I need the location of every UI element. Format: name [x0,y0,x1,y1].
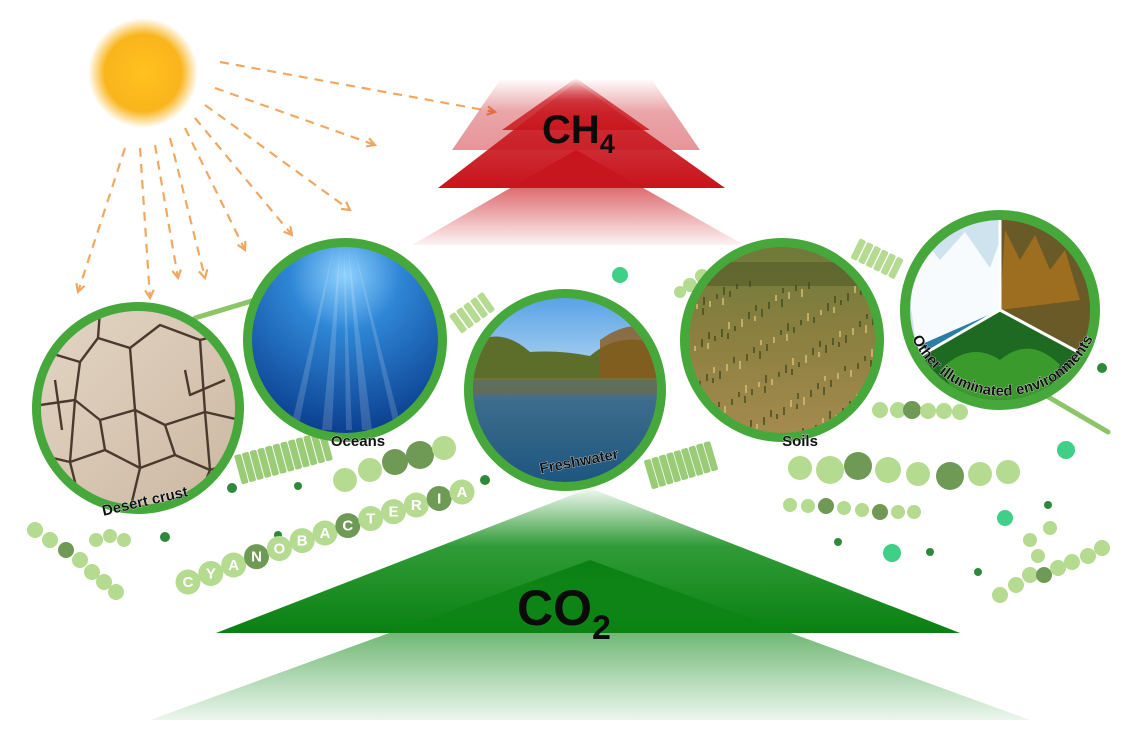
habitat-label-oceans: Oceans [331,433,385,450]
cyanobacteria-bead: A [312,520,338,546]
link-lines [192,297,1111,435]
accent-dot [926,548,934,556]
bead-chain [992,521,1110,603]
habitat-desert-crust: Desert crust [32,302,244,520]
cyanobacteria-bead: R [403,492,429,518]
bead-chain [27,522,131,600]
cyanobacteria-letter: Y [206,565,216,582]
filament-band [644,441,718,489]
bead-chain [333,436,456,492]
cyanobacteria-letter: A [228,557,239,574]
filament-band [851,238,904,279]
accent-dot [1044,501,1052,509]
co2-label: CO2 [517,580,611,647]
accent-dot [294,482,302,490]
sun-ray-arrow [219,60,498,116]
cyanobacteria-letter: N [251,549,262,566]
sun-icon [88,18,198,128]
cyanobacteria-letter: A [320,525,331,542]
cyanobacteria-bead: N [244,544,269,570]
filament-band [234,431,333,485]
bead-chain [783,498,921,520]
habitat-oceans: Oceans [243,238,447,450]
cyanobacteria-bead: E [381,499,406,525]
accent-dot [160,532,170,542]
habitat-soils: Soils [680,238,884,450]
cyanobacteria-letter: E [388,504,398,521]
sun-ray-arrow [168,137,209,281]
habitat-label-soils: Soils [782,433,818,450]
cyanobacteria-filaments [27,238,1110,603]
ch4-tree: CH4 [412,78,744,245]
sun-ray-arrow [214,86,378,148]
ch4-label: CH4 [542,108,615,159]
cyanobacteria-bead: A [449,479,475,505]
cyanobacteria-bead: C [175,569,201,595]
sun-ray-arrow [184,127,247,253]
co2-subscript: 2 [592,609,611,647]
accent-dot [612,267,628,283]
cyanobacteria-letter: T [366,511,375,528]
sun-ray-arrow [204,104,352,212]
cyanobacteria-bead: B [289,528,315,554]
co2-tree: CO2 [150,488,1030,720]
ch4-subscript: 4 [600,129,615,159]
cyanobacteria-bead: I [426,485,452,511]
accent-dot [974,568,982,576]
habitat-freshwater: Freshwater [464,289,666,491]
cyanobacteria-bead: A [221,552,247,578]
sun-rays [75,60,498,301]
accent-dot [834,538,842,546]
accent-dot [480,475,490,485]
cyanobacteria-bead: O [266,536,292,562]
cyanobacteria-letter: B [297,533,308,550]
cyanobacteria-bead: Y [198,560,224,586]
cyanobacteria-bead: T [358,506,384,532]
accent-dot [883,544,901,562]
sun-ray-arrow [194,117,294,237]
sun-ray-arrow [153,144,182,281]
accent-dot [1057,441,1075,459]
sun-ray-arrow [75,147,127,295]
ch4-base: CH [542,108,600,152]
cyanobacteria-letter: C [342,518,353,535]
sun-ray-arrow [138,147,155,301]
cyanobacteria-letter: I [437,490,441,507]
cyanobacteria-bead: C [335,513,361,539]
cyanobacteria-letter: O [273,541,285,558]
accent-dot [1097,363,1107,373]
habitat-other-illuminated-environments: Other illuminated environments [900,210,1100,410]
co2-base: CO [517,580,592,636]
bead-chain [788,452,1020,490]
bead-chain [872,401,968,420]
filament-band [449,292,495,333]
cyanobacteria-letter: R [411,497,422,514]
accent-dot [227,483,237,493]
cyanobacteria-letter: C [183,574,194,591]
cyanobacteria-letter: A [457,484,468,501]
accent-dot [997,510,1013,526]
